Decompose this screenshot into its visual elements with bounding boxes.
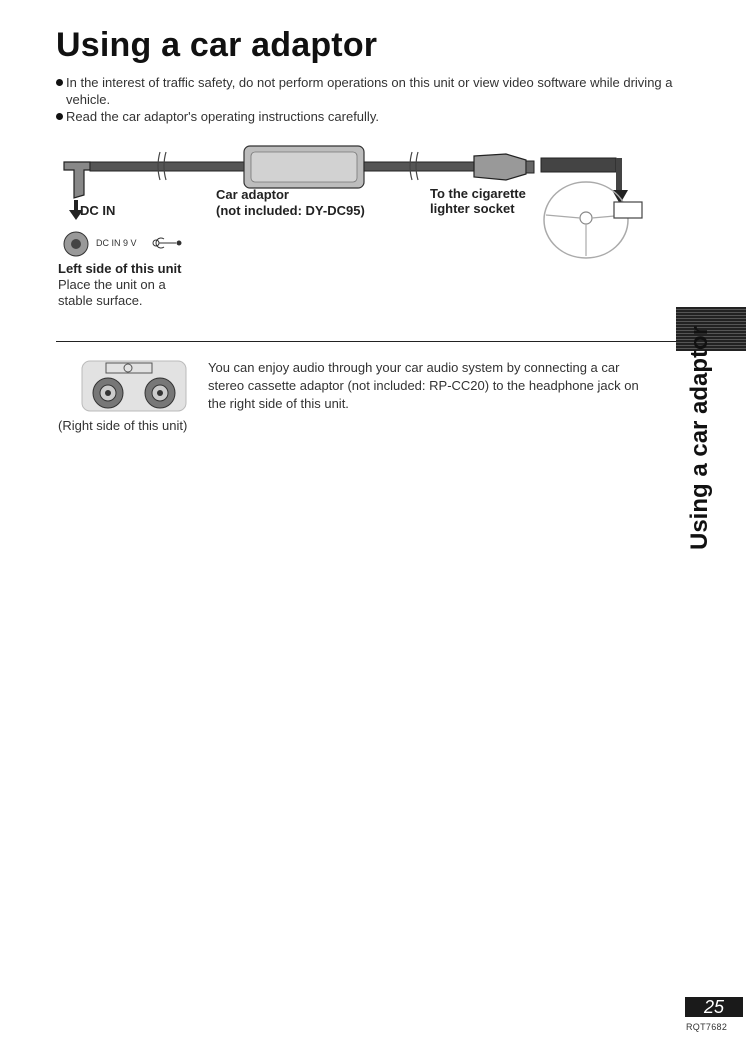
arrow-down-icon — [69, 210, 83, 220]
audio-text-line-2: stereo cassette adaptor (not included: R… — [208, 378, 639, 393]
page-title: Using a car adaptor — [56, 26, 378, 64]
bullet-text: Read the car adaptor's operating instruc… — [66, 109, 379, 124]
cable-left — [89, 161, 246, 172]
car-adaptor-label: Car adaptor — [216, 187, 289, 202]
side-tab-title: Using a car adaptor — [686, 325, 713, 550]
cigarette-plug-icon — [473, 153, 527, 181]
section-divider — [56, 341, 678, 342]
plug-icon — [63, 161, 91, 199]
port-label: DC IN 9 V — [96, 238, 137, 248]
right-side-illustration — [81, 360, 187, 412]
car-adaptor-illustration — [63, 145, 643, 259]
side-tab-marker — [676, 307, 746, 351]
bullet-icon — [56, 113, 63, 120]
bullet-item: In the interest of traffic safety, do no… — [56, 74, 696, 108]
car-adaptor-model-label: (not included: DY-DC95) — [216, 203, 365, 218]
polarity-icon — [152, 237, 182, 249]
bullet-item: Read the car adaptor's operating instruc… — [56, 108, 696, 125]
steering-wheel-icon — [543, 181, 629, 259]
left-side-note-1: Place the unit on a — [58, 277, 166, 292]
left-side-note-2: stable surface. — [58, 293, 143, 308]
audio-text-line-3: the right side of this unit. — [208, 396, 349, 411]
bullet-list: In the interest of traffic safety, do no… — [56, 74, 696, 125]
audio-text-line-1: You can enjoy audio through your car aud… — [208, 360, 620, 375]
bullet-icon — [56, 79, 63, 86]
cigarette-label: To the cigarette — [430, 186, 526, 201]
lighter-socket-icon — [613, 201, 643, 219]
bullet-text: In the interest of traffic safety, do no… — [66, 75, 673, 107]
left-side-heading: Left side of this unit — [58, 261, 182, 276]
dc-in-label: DC IN — [80, 203, 116, 218]
cigarette-socket-label: lighter socket — [430, 201, 515, 216]
document-code: RQT7682 — [686, 1022, 728, 1032]
right-side-caption: (Right side of this unit) — [58, 418, 188, 433]
page-number: 25 — [685, 997, 743, 1017]
